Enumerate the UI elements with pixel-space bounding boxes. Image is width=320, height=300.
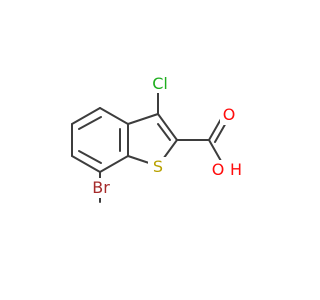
atom-cl-label: Cl (152, 74, 168, 93)
atom-o-carbonyl-label: O (223, 105, 236, 124)
bond-c6-c7 (71, 155, 101, 173)
bond-c3-c2 (157, 113, 178, 141)
bond-c4-c5 (71, 107, 101, 125)
bond-c4-c5-inner (78, 116, 102, 130)
bond-c3a-c4 (99, 107, 129, 125)
bond-c3a-c3 (127, 113, 159, 125)
bond-c7-c7a (99, 155, 129, 173)
atom-o-hydroxyl-label: O (212, 160, 225, 179)
atom-br-label: Br (92, 178, 110, 197)
atom-h-hydroxyl-label: H (230, 160, 242, 179)
atom-s-label: S (153, 157, 163, 176)
bond-c6-c7-inner (78, 150, 102, 164)
molecule-structure: Cl Br S O O H (71, 73, 244, 203)
bond-c3-c2-inner (157, 123, 171, 141)
